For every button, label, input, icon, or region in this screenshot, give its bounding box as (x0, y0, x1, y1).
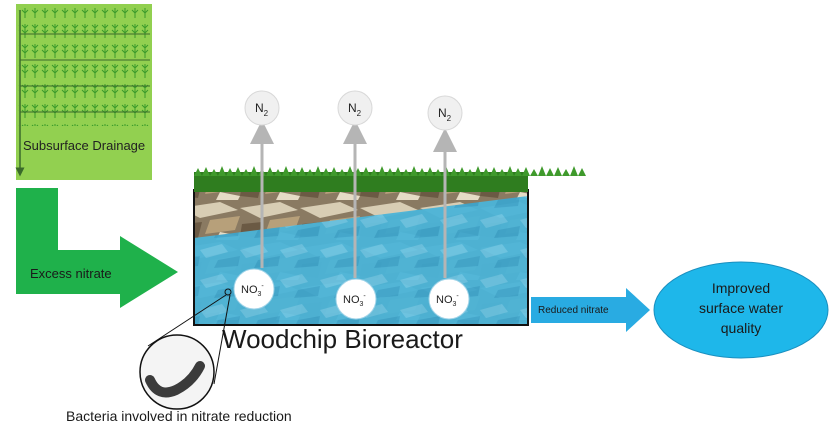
outcome-line3: quality (721, 320, 761, 336)
outcome-line1: Improved (712, 280, 770, 296)
blue-arrow-shape (531, 288, 650, 332)
outcome-line2: surface water (699, 300, 783, 316)
bioreactor-title: Woodchip Bioreactor (222, 324, 463, 354)
zoom-line (213, 294, 231, 385)
svg-text:NO3-: NO3- (343, 293, 366, 308)
excess-nitrate-arrow: Excess nitrate (16, 188, 178, 308)
reduced-nitrate-arrow: Reduced nitrate (531, 288, 650, 332)
green-arrow-shape (16, 188, 178, 308)
field-label: Subsurface Drainage (23, 138, 145, 153)
microscope-view (139, 334, 215, 410)
n2-release-arrows (250, 120, 457, 278)
n2-bubble: N2 (427, 95, 463, 131)
bacteria-spot (224, 288, 232, 296)
zoom-line (147, 294, 227, 347)
svg-text:N2: N2 (438, 106, 452, 123)
excess-nitrate-label: Excess nitrate (30, 266, 112, 281)
n2-bubble: N2 (337, 90, 373, 126)
n2-bubble: N2 (244, 90, 280, 126)
crop-rows (18, 8, 150, 126)
nitrate-bubble: NO3- (335, 278, 377, 320)
bacterium-icon (145, 361, 205, 398)
bacteria-magnifier: Bacteria involved in nitrate reduction (66, 288, 292, 424)
outcome-ellipse: Improved surface water quality (653, 261, 829, 359)
svg-text:N2: N2 (348, 101, 362, 118)
reduced-nitrate-label: Reduced nitrate (538, 305, 609, 316)
bacteria-caption: Bacteria involved in nitrate reduction (66, 408, 292, 424)
svg-text:NO3-: NO3- (436, 293, 459, 308)
svg-text:N2: N2 (255, 101, 269, 118)
outcome-shape (653, 261, 829, 359)
svg-text:NO3-: NO3- (241, 283, 264, 298)
field-panel: Subsurface Drainage (15, 4, 152, 180)
nitrate-bubble: NO3- (428, 278, 470, 320)
grass-blades (194, 166, 586, 176)
nitrate-bubble: NO3- (233, 268, 275, 310)
